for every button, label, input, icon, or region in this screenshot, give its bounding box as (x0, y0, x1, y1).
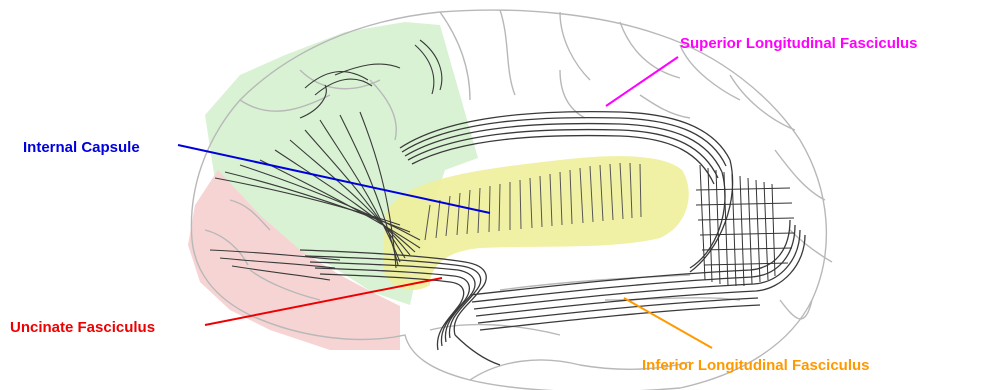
superior-longitudinal-label: Superior Longitudinal Fasciculus (680, 35, 918, 52)
superior-longitudinal-leader (606, 57, 678, 106)
uncinate-label: Uncinate Fasciculus (10, 319, 155, 336)
internal-capsule-label: Internal Capsule (23, 139, 140, 156)
inferior-longitudinal-leader (624, 298, 712, 348)
occipital-fibers (696, 165, 794, 286)
inferior-longitudinal-label: Inferior Longitudinal Fasciculus (642, 357, 870, 374)
